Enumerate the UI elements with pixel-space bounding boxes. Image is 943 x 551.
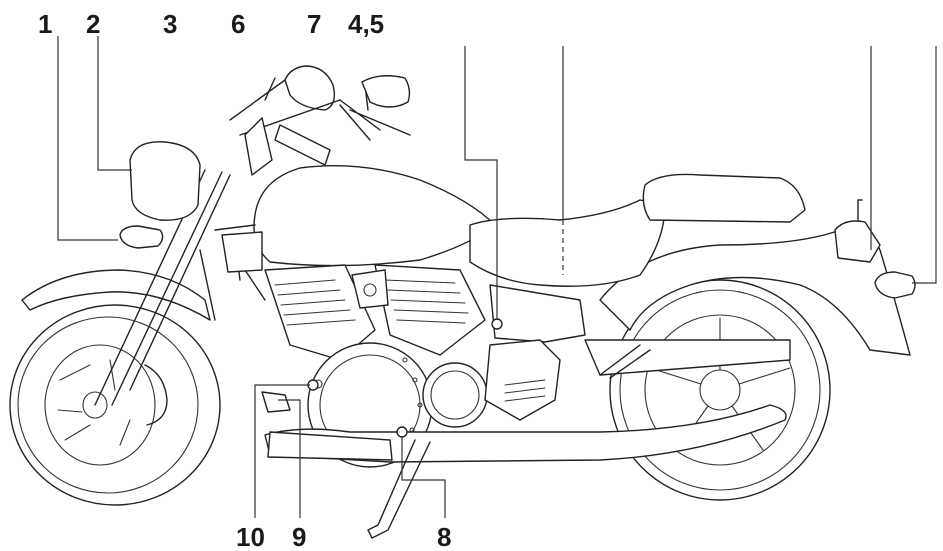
exhaust-pipe (264, 404, 787, 463)
tail-light (834, 220, 881, 263)
footrest (261, 391, 291, 413)
headlight (129, 141, 201, 221)
callout-6: 6 (231, 9, 245, 39)
callout-8: 8 (437, 522, 451, 551)
callout-1: 1 (38, 9, 52, 39)
callout-2: 2 (86, 9, 100, 39)
callout-3: 3 (163, 9, 177, 39)
leader-lines (57, 36, 937, 518)
callout-9: 9 (292, 522, 306, 551)
drain-bolt (396, 426, 408, 438)
generator-cover (422, 339, 561, 428)
passenger-seat (642, 173, 806, 223)
handlebar (229, 65, 411, 176)
rear-fender (599, 228, 911, 356)
side-cover (489, 284, 586, 343)
callout-10: 10 (236, 522, 265, 551)
fitting-marker (491, 318, 503, 330)
callout-4-5: 4,5 (348, 9, 384, 39)
front-wheel (9, 304, 221, 506)
fuel-tank (253, 165, 496, 267)
swingarm (584, 339, 791, 376)
rear-turn-signal (874, 271, 916, 299)
front-turn-signal (119, 225, 164, 249)
side-stand (367, 439, 431, 539)
front-fender (21, 269, 211, 321)
rider-seat (469, 199, 666, 287)
callout-7: 7 (307, 9, 321, 39)
